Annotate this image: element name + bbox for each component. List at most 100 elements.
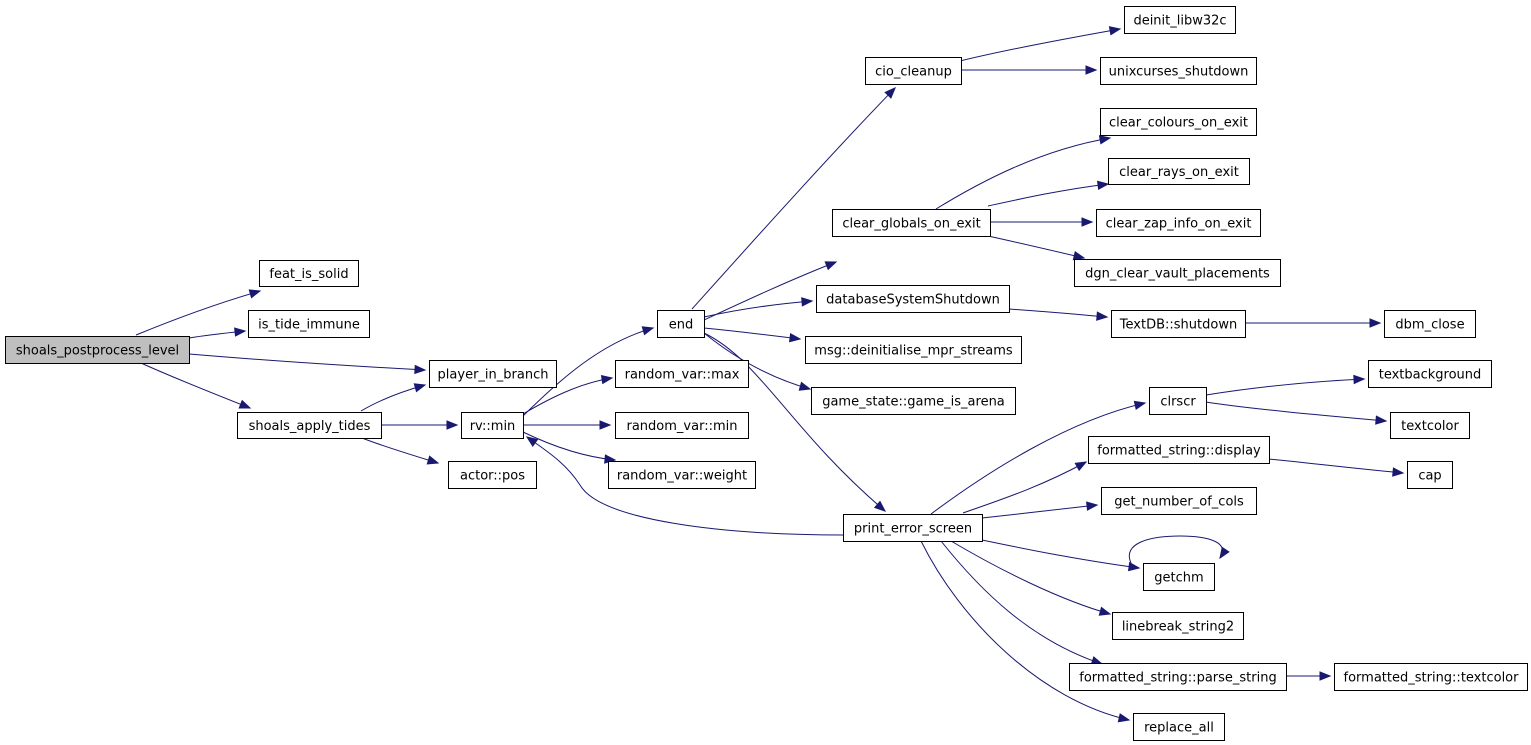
node-clear-colours-on-exit[interactable]: clear_colours_on_exit <box>1100 108 1257 136</box>
node-game-state-game-is-arena[interactable]: game_state::game_is_arena <box>811 387 1016 415</box>
node-box[interactable] <box>429 360 557 388</box>
edge-line <box>940 540 1103 665</box>
node-rv-min[interactable]: rv::min <box>461 412 524 439</box>
arrowhead <box>1081 217 1094 227</box>
node-layer: shoals_postprocess_level feat_is_solid is_… <box>5 6 1528 741</box>
node-label: databaseSystemShutdown <box>826 293 1000 308</box>
node-cio-cleanup[interactable]: cio_cleanup <box>865 57 962 85</box>
edge-rv_min-to-random_var_min <box>522 420 612 430</box>
node-box[interactable] <box>615 412 749 439</box>
node-random-var-min[interactable]: random_var::min <box>615 412 749 439</box>
node-get-number-of-cols[interactable]: get_number_of_cols <box>1101 487 1257 515</box>
node-box[interactable] <box>832 209 991 237</box>
arrowhead <box>1096 311 1109 321</box>
node-unixcurses-shutdown[interactable]: unixcurses_shutdown <box>1100 57 1257 85</box>
node-clear-zap-info-on-exit[interactable]: clear_zap_info_on_exit <box>1096 209 1261 237</box>
arrowhead <box>1127 561 1141 572</box>
node-box[interactable] <box>1074 259 1281 287</box>
node-getchm[interactable]: getchm <box>1143 563 1215 591</box>
node-box[interactable] <box>843 514 983 542</box>
node-cap[interactable]: cap <box>1407 461 1453 489</box>
node-box[interactable] <box>1390 412 1470 439</box>
node-box[interactable] <box>1096 209 1261 237</box>
node-box[interactable] <box>1143 563 1215 591</box>
node-box[interactable] <box>248 310 370 338</box>
node-print-error-screen[interactable]: print_error_screen <box>843 514 983 542</box>
edge-clrscr-to-textcolor <box>1205 401 1388 425</box>
node-box[interactable] <box>5 336 190 364</box>
node-textbackground[interactable]: textbackground <box>1368 360 1492 388</box>
node-actor-pos[interactable]: actor::pos <box>448 461 537 489</box>
node-textcolor[interactable]: textcolor <box>1390 412 1470 439</box>
arrowhead <box>426 455 440 465</box>
node-dbm-close[interactable]: dbm_close <box>1384 310 1476 338</box>
node-box[interactable] <box>1100 108 1257 136</box>
node-formatted-string-display[interactable]: formatted_string::display <box>1088 436 1270 464</box>
node-textdb-shutdown[interactable]: TextDB::shutdown <box>1111 310 1246 338</box>
node-shoals-postprocess-level[interactable]: shoals_postprocess_level <box>5 336 190 364</box>
node-linebreak-string2[interactable]: linebreak_string2 <box>1112 612 1244 640</box>
node-label: end <box>669 318 694 333</box>
node-box[interactable] <box>1407 461 1453 489</box>
node-box[interactable] <box>1384 310 1476 338</box>
edge-clear_globals_on_exit-to-clear_zap_info_on_exit <box>990 217 1094 227</box>
node-box[interactable] <box>259 260 359 287</box>
node-box[interactable] <box>1149 387 1207 415</box>
node-clear-rays-on-exit[interactable]: clear_rays_on_exit <box>1108 158 1250 185</box>
node-box[interactable] <box>1069 663 1287 691</box>
arrowhead <box>1098 606 1112 616</box>
arrowhead <box>446 420 459 430</box>
node-box[interactable] <box>448 461 537 489</box>
node-label: formatted_string::parse_string <box>1079 671 1276 686</box>
node-box[interactable] <box>237 412 382 439</box>
node-box[interactable] <box>805 336 1022 364</box>
arrowhead <box>1098 135 1112 145</box>
node-label: random_var::max <box>625 368 740 383</box>
node-deinit-libw32c[interactable]: deinit_libw32c <box>1124 6 1236 34</box>
node-databaseSystemShutdown[interactable]: databaseSystemShutdown <box>816 285 1010 313</box>
node-random-var-weight[interactable]: random_var::weight <box>608 461 756 489</box>
node-box[interactable] <box>1133 713 1225 741</box>
edge-rv_min-to-end <box>522 326 655 417</box>
node-msg-deinitialise-mpr-streams[interactable]: msg::deinitialise_mpr_streams <box>805 336 1022 364</box>
node-box[interactable] <box>1112 612 1244 640</box>
node-formatted-string-parse-string[interactable]: formatted_string::parse_string <box>1069 663 1287 691</box>
edge-line <box>522 327 654 417</box>
arrowhead <box>600 374 614 385</box>
arrowhead <box>234 327 247 337</box>
node-box[interactable] <box>865 57 962 85</box>
node-box[interactable] <box>1100 57 1257 85</box>
node-box[interactable] <box>1088 436 1270 464</box>
node-is-tide-immune[interactable]: is_tide_immune <box>248 310 370 338</box>
node-box[interactable] <box>608 461 756 489</box>
node-box[interactable] <box>461 412 524 439</box>
node-formatted-string-textcolor[interactable]: formatted_string::textcolor <box>1334 663 1528 691</box>
edge-print_error_screen-to-formatted_string_parse_string <box>940 540 1104 666</box>
node-box[interactable] <box>811 387 1016 415</box>
edge-textdb_shutdown-to-dbm_close <box>1244 318 1382 328</box>
node-label: clear_globals_on_exit <box>842 217 980 232</box>
node-label: get_number_of_cols <box>1114 495 1244 510</box>
edge-cio_cleanup-to-deinit_libw32c <box>959 26 1122 62</box>
node-box[interactable] <box>1124 6 1236 34</box>
node-box[interactable] <box>1111 310 1246 338</box>
node-box[interactable] <box>1108 158 1250 185</box>
node-random-var-max[interactable]: random_var::max <box>615 360 749 388</box>
node-dgn-clear-vault-placements[interactable]: dgn_clear_vault_placements <box>1074 259 1281 287</box>
node-clear-globals-on-exit[interactable]: clear_globals_on_exit <box>832 209 991 237</box>
node-clrscr[interactable]: clrscr <box>1149 387 1207 415</box>
node-player-in-branch[interactable]: player_in_branch <box>429 360 557 388</box>
node-box[interactable] <box>1101 487 1257 515</box>
node-box[interactable] <box>1368 360 1492 388</box>
node-replace-all[interactable]: replace_all <box>1133 713 1225 741</box>
node-box[interactable] <box>657 310 705 338</box>
edge-clear_globals_on_exit-to-dgn_clear_vault_placements <box>987 235 1086 261</box>
node-box[interactable] <box>1334 663 1528 691</box>
node-end[interactable]: end <box>657 310 705 338</box>
node-box[interactable] <box>615 360 749 388</box>
node-feat-is-solid[interactable]: feat_is_solid <box>259 260 359 287</box>
arrowhead <box>1319 671 1332 681</box>
node-box[interactable] <box>816 285 1010 313</box>
node-shoals-apply-tides[interactable]: shoals_apply_tides <box>237 412 382 439</box>
node-label: clear_zap_info_on_exit <box>1106 217 1252 232</box>
